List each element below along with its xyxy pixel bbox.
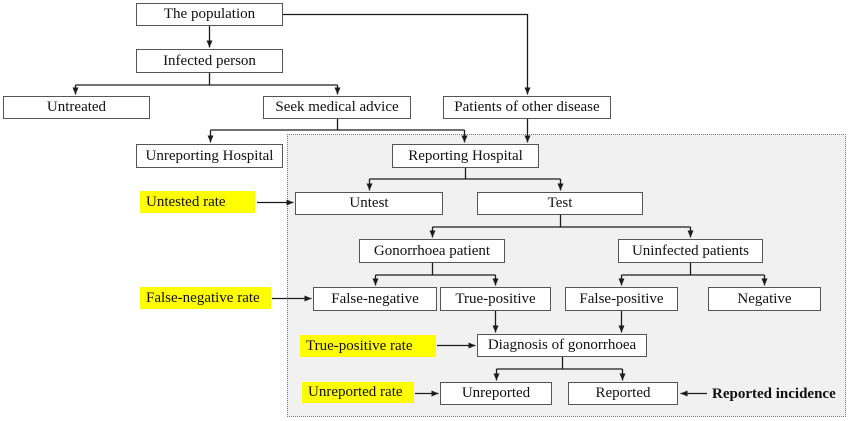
node-patients-of-other-disease: Patients of other disease (443, 96, 611, 119)
node-unreporting-hospital: Unreporting Hospital (136, 144, 283, 168)
node-seek-medical-advice: Seek medical advice (263, 96, 411, 119)
node-negative: Negative (708, 287, 821, 311)
label-reported-incidence: Reported incidence (712, 385, 836, 402)
node-the-population: The population (136, 3, 283, 26)
label-false-negative-rate: False-negative rate (140, 287, 271, 309)
node-infected-person: Infected person (136, 49, 283, 73)
node-diagnosis-of-gonorrhoea: Diagnosis of gonorrhoea (477, 334, 647, 357)
node-true-positive: True-positive (440, 287, 551, 311)
node-false-positive: False-positive (565, 287, 678, 311)
node-unreported: Unreported (440, 382, 552, 405)
label-true-positive-rate: True-positive rate (300, 335, 436, 357)
node-uninfected-patients: Uninfected patients (618, 239, 763, 263)
node-false-negative: False-negative (313, 287, 437, 311)
node-untest: Untest (295, 192, 443, 215)
node-test: Test (477, 192, 643, 215)
label-unreported-rate: Unreported rate (302, 382, 414, 403)
node-untreated: Untreated (3, 96, 150, 119)
node-gonorrhoea-patient: Gonorrhoea patient (359, 239, 505, 263)
node-reported: Reported (568, 382, 678, 405)
label-untested-rate: Untested rate (140, 191, 255, 213)
node-reporting-hospital: Reporting Hospital (392, 144, 539, 168)
